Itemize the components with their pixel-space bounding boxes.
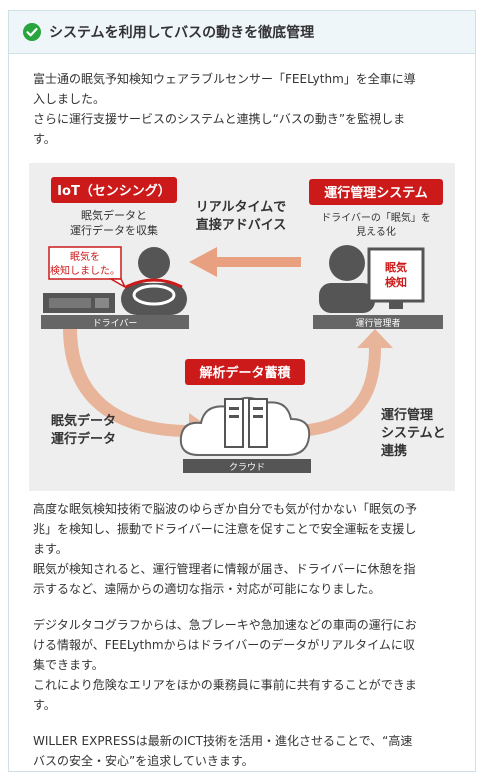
arrow-up-curve — [291, 329, 393, 437]
body1-line: 示するなど、遠隔からの適切な指示・対応が可能になりました。 — [33, 582, 381, 596]
check-circle-icon — [23, 23, 41, 41]
driver-illustration — [41, 247, 189, 329]
iot-sub-1: 眠気データと — [81, 208, 147, 222]
content-card: システムを利用してバスの動きを徹底管理 富士通の眠気予知検知ウェアラブルセンサー… — [8, 10, 476, 772]
system-diagram: IoT（センシング） 眠気データと 運行データを収集 リアルタイムで 直接アドバ… — [29, 163, 455, 491]
right-caption-3: 連携 — [381, 443, 407, 459]
ops-sub-2: 見える化 — [356, 225, 396, 238]
manager-illustration — [313, 245, 443, 329]
realtime-2: 直接アドバイス — [196, 217, 287, 233]
bubble-line-2: 検知しました。 — [50, 264, 120, 277]
iot-sub-2: 運行データを収集 — [70, 223, 158, 237]
body-paragraph-2: デジタルタコグラフからは、急ブレーキや急加速などの車両の運行にお ける情報が、F… — [33, 615, 453, 715]
arrow-left — [189, 247, 301, 277]
analysis-label: 解析データ蓄積 — [198, 365, 291, 381]
card-header: システムを利用してバスの動きを徹底管理 — [9, 11, 475, 54]
iot-label: IoT（センシング） — [57, 183, 171, 199]
realtime-1: リアルタイムで — [196, 200, 287, 215]
ops-sub-1: ドライバーの「眠気」を — [321, 211, 431, 224]
cloud-illustration — [179, 396, 311, 473]
body1-line: 眠気が検知されると、運行管理者に情報が届き、ドライバーに休憩を指 — [33, 562, 416, 576]
body2-line: ける情報が、FEELythmからはドライバーのデータがリアルタイムに収 — [33, 638, 415, 652]
body2-line: 集できます。 — [33, 658, 104, 672]
cloud-label: クラウド — [229, 462, 265, 473]
body-paragraph-3: WILLER EXPRESSは最新のICT技術を活用・進化させることで、“高速 … — [33, 731, 453, 771]
intro-line: 富士通の眠気予知検知ウェアラブルセンサー「FEELythm」を全車に導 — [33, 72, 416, 86]
alert-line-1: 眠気 — [385, 260, 407, 274]
right-caption-2: システムと — [381, 426, 446, 441]
bubble-line-1: 眠気を — [70, 250, 100, 263]
body3-line: バスの安全・安心”を追求していきます。 — [33, 754, 254, 768]
card-title: システムを利用してバスの動きを徹底管理 — [49, 25, 315, 41]
left-caption-1: 眠気データ — [51, 413, 116, 429]
ops-label: 運行管理システム — [324, 185, 428, 201]
body2-line: デジタルタコグラフからは、急ブレーキや急加速などの車両の運行にお — [33, 618, 417, 632]
driver-label: ドライバー — [93, 318, 138, 329]
body1-line: ます。 — [33, 542, 68, 556]
left-caption-2: 運行データ — [51, 431, 116, 447]
body1-line: 高度な眠気検知技術で脳波のゆらぎか自分でも気が付かない「眠気の予 — [33, 502, 418, 516]
body1-line: 兆」を検知し、振動でドライバーに注意を促すことで安全運転を支援し — [33, 522, 417, 536]
body-paragraph-1: 高度な眠気検知技術で脳波のゆらぎか自分でも気が付かない「眠気の予 兆」を検知し、… — [33, 499, 453, 599]
body3-line: WILLER EXPRESSは最新のICT技術を活用・進化させることで、“高速 — [33, 734, 413, 748]
intro-line: す。 — [33, 132, 56, 146]
body2-line: これにより危険なエリアをほかの乗務員に事前に共有することができま — [33, 678, 417, 692]
alert-line-2: 検知 — [385, 275, 407, 289]
intro-line: さらに運行支援サービスのシステムと連携し“バスの動き”を監視しま — [33, 112, 406, 126]
intro-line: 入しました。 — [33, 92, 106, 106]
body2-line: す。 — [33, 698, 56, 712]
manager-label: 運行管理者 — [355, 317, 400, 329]
intro-paragraph: 富士通の眠気予知検知ウェアラブルセンサー「FEELythm」を全車に導 入しまし… — [33, 69, 453, 149]
right-caption-1: 運行管理 — [381, 407, 433, 423]
